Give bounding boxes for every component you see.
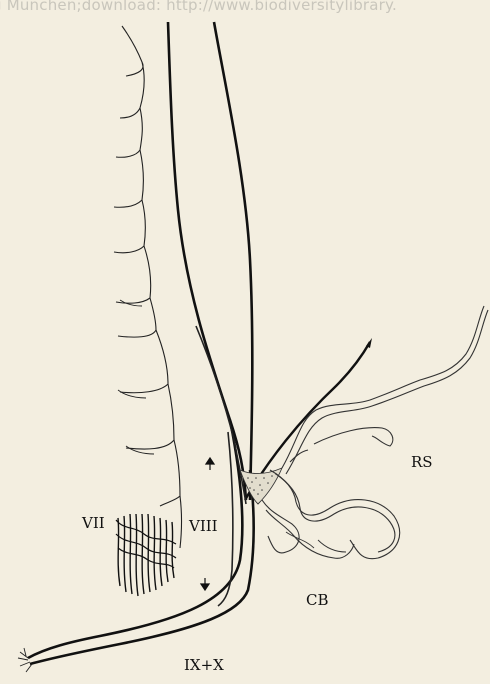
label-cb: CB bbox=[306, 591, 329, 609]
arrow-up bbox=[206, 458, 214, 470]
right-branches bbox=[262, 306, 488, 559]
label-vii: VII bbox=[82, 514, 105, 532]
arrow-down bbox=[201, 578, 209, 590]
vii-brush bbox=[116, 514, 176, 596]
label-viii: VIII bbox=[189, 517, 218, 535]
label-rs: RS bbox=[411, 453, 433, 471]
tail-brush bbox=[18, 648, 32, 672]
main-tract-lines bbox=[28, 22, 254, 664]
label-ix-x: IX+X bbox=[184, 656, 224, 674]
